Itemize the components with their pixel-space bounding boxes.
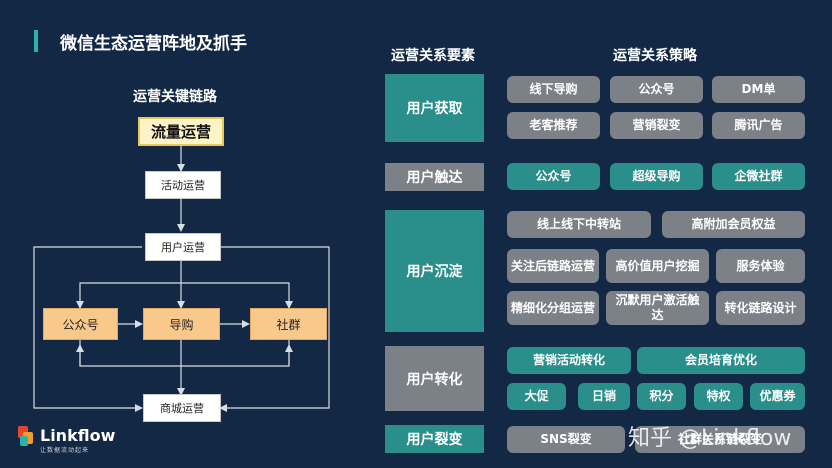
strategy-conversion-path: 转化链路设计: [716, 291, 805, 325]
loop-user-mall: [33, 246, 143, 412]
strategy-member-benefits: 高附加会员权益: [662, 211, 805, 238]
strategy-dm-flyer: DM单: [712, 76, 805, 103]
chain-heading: 运营关键链路: [133, 89, 217, 105]
brand-name: Linkflow: [40, 426, 116, 445]
zhihu-watermark: 知乎 @Linkflow: [628, 426, 792, 451]
title-accent-bar: [34, 30, 38, 52]
node-community: 社群: [250, 308, 327, 340]
strategy-member-nurturing: 会员培育优化: [637, 347, 805, 374]
arrow-user-official: [76, 282, 181, 309]
element-reach: 用户触达: [385, 163, 484, 191]
element-acquisition: 用户获取: [385, 74, 484, 142]
strategy-privileges: 特权: [694, 383, 743, 410]
node-traffic-ops: 流量运营: [138, 117, 224, 146]
node-mall-ops: 商城运营: [143, 394, 221, 422]
strategy-super-guide: 超级导购: [610, 163, 703, 190]
strategy-community-fission: 社群关系链裂变: [635, 426, 805, 453]
strategies-column-heading: 运营关系策略: [613, 48, 697, 64]
node-official-account: 公众号: [43, 308, 118, 340]
strategy-viral-marketing: 营销裂变: [610, 112, 703, 139]
strategy-segmented-ops: 精细化分组运营: [507, 291, 599, 325]
strategy-o2o-hub: 线上线下中转站: [507, 211, 651, 238]
node-activity-ops: 活动运营: [145, 171, 221, 199]
element-conversion: 用户转化: [385, 346, 484, 411]
strategy-big-promo: 大促: [507, 383, 566, 410]
strategy-sns-fission: SNS裂变: [507, 426, 625, 453]
strategy-high-value-mining: 高价值用户挖掘: [606, 249, 709, 283]
element-fission: 用户裂变: [385, 425, 484, 453]
strategy-referral: 老客推荐: [507, 112, 600, 139]
node-user-ops: 用户运营: [145, 233, 221, 261]
strategy-wecom-community: 企微社群: [712, 163, 805, 190]
arrow-user-community: [181, 282, 293, 309]
strategy-post-follow-ops: 关注后链路运营: [507, 249, 599, 283]
strategy-tencent-ads: 腾讯广告: [712, 112, 805, 139]
strategy-official-account: 公众号: [610, 76, 703, 103]
brand-tagline: 让数据流动起来: [40, 447, 90, 454]
strategy-reach-official-account: 公众号: [507, 163, 600, 190]
strategy-silent-reactivation: 沉默用户激活触达: [606, 291, 709, 325]
line-community-merge: [181, 340, 290, 367]
strategy-service-experience: 服务体验: [716, 249, 805, 283]
strategy-points: 积分: [637, 383, 686, 410]
chain-connectors: [33, 146, 330, 412]
strategy-offline-guide: 线下导购: [507, 76, 600, 103]
elements-column-heading: 运营关系要素: [391, 48, 475, 64]
loop-mall-user: [219, 246, 330, 412]
page-title: 微信生态运营阵地及抓手: [60, 34, 247, 54]
strategy-daily-sales: 日销: [578, 383, 630, 410]
linkflow-logo-icon: [18, 426, 33, 446]
strategy-coupons: 优惠券: [750, 383, 805, 410]
line-official-merge: [79, 340, 181, 367]
element-retention: 用户沉淀: [385, 210, 484, 332]
strategy-campaign-conversion: 营销活动转化: [507, 347, 631, 374]
node-guide: 导购: [143, 308, 220, 340]
